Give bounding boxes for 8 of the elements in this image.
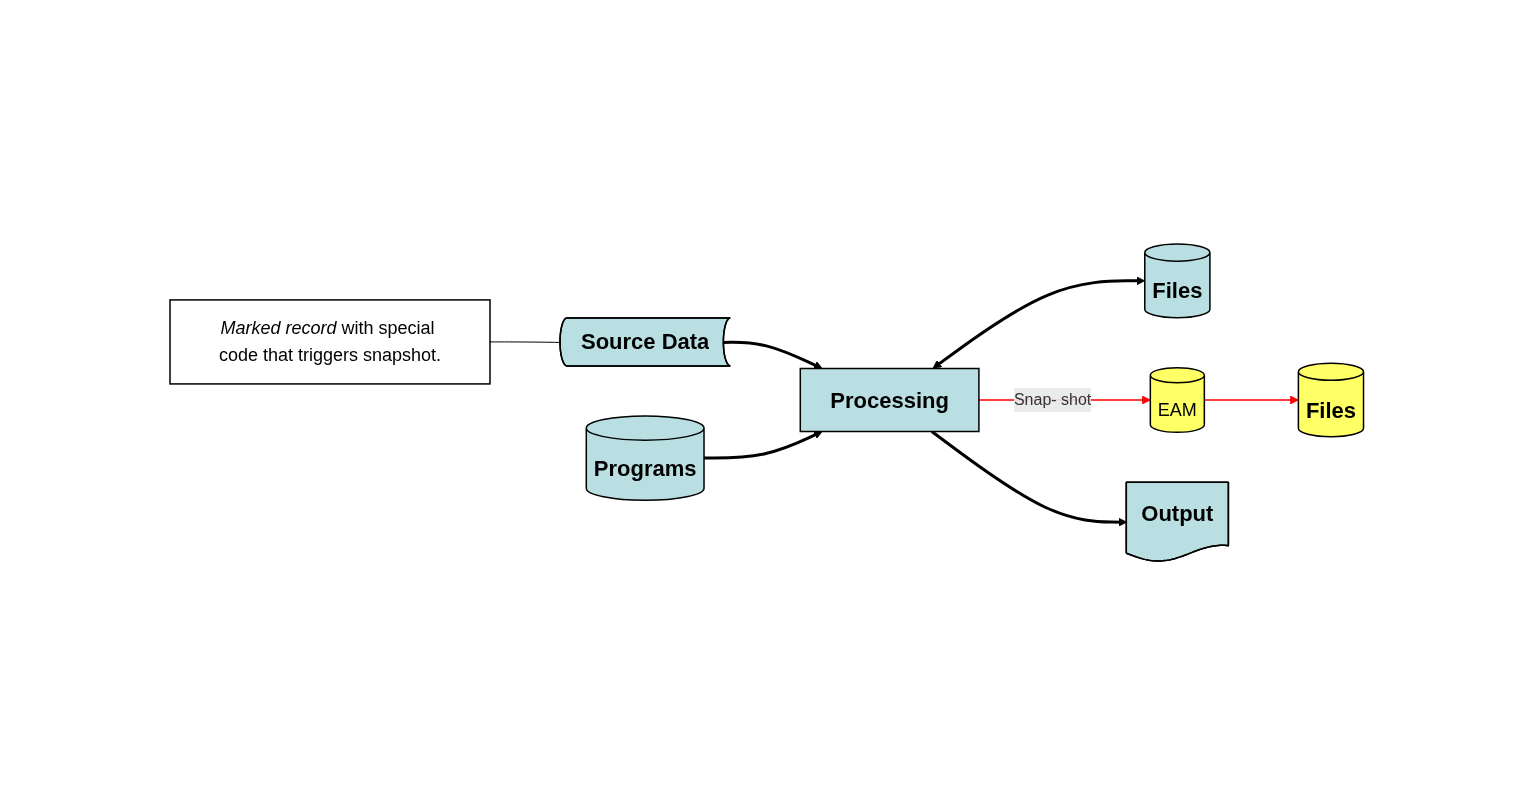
arrow — [1203, 395, 1299, 405]
edge-label: Snap- shot — [1014, 390, 1092, 408]
node-box: Processing — [799, 367, 980, 433]
arrow — [724, 340, 823, 370]
arrow — [932, 276, 1146, 369]
node-box: Marked record with special code that triggers snapshot. — [169, 299, 491, 385]
arrow — [931, 430, 1128, 527]
arrow — [704, 430, 823, 460]
